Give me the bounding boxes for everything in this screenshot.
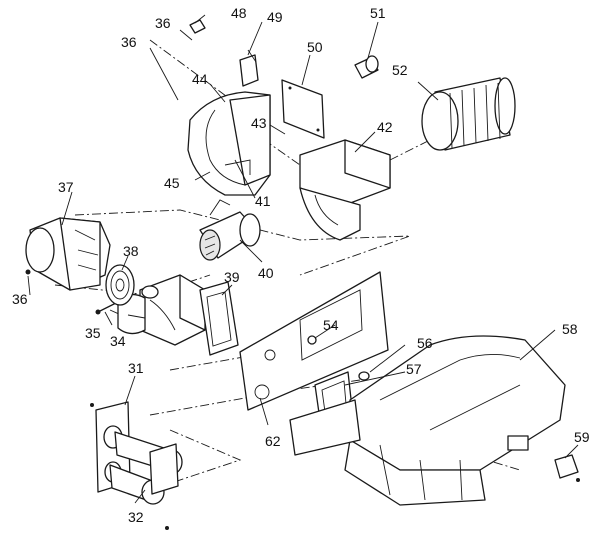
part-50-circuit-board (281, 79, 325, 139)
callout-35: 35 (85, 325, 101, 341)
callout-38: 38 (123, 243, 139, 259)
part-49-bracket (239, 49, 259, 87)
callout-52: 52 (392, 62, 408, 78)
callout-36-top: 36 (155, 15, 171, 31)
callout-45: 45 (164, 175, 180, 191)
callout-labels: 48 49 50 51 52 36 36 44 43 42 45 41 40 3… (12, 5, 590, 525)
part-32-vent-pipes (109, 431, 183, 530)
part-42-burner-box (299, 139, 391, 241)
callout-48: 48 (231, 5, 247, 21)
callout-51: 51 (370, 5, 386, 21)
part-51-valve (354, 55, 379, 79)
part-48-fitting (189, 19, 206, 34)
callout-42: 42 (377, 119, 393, 135)
callout-43: 43 (251, 115, 267, 131)
part-59-fitting (554, 454, 580, 482)
callout-58: 58 (562, 321, 578, 337)
callout-36-mid: 36 (121, 34, 137, 50)
part-58-heat-exchanger (289, 335, 566, 506)
callout-56: 56 (417, 335, 433, 351)
part-37-blower-wheel-housing (25, 217, 111, 291)
callout-59: 59 (574, 429, 590, 445)
callout-49: 49 (267, 9, 283, 25)
callout-54: 54 (323, 317, 339, 333)
part-44-blower-scroll-housing (187, 91, 271, 196)
callout-40: 40 (258, 265, 274, 281)
callout-31: 31 (128, 360, 144, 376)
callout-36-left: 36 (12, 291, 28, 307)
callout-62: 62 (265, 433, 281, 449)
callout-57: 57 (406, 361, 422, 377)
callout-leader-lines (27, 14, 579, 504)
callout-32: 32 (128, 509, 144, 525)
callout-50: 50 (307, 39, 323, 55)
callout-41: 41 (255, 193, 271, 209)
part-39-gasket (199, 281, 239, 356)
callout-34: 34 (110, 333, 126, 349)
callout-44: 44 (192, 71, 208, 87)
callout-37: 37 (58, 179, 74, 195)
part-56-fitting (358, 371, 370, 381)
part-40-motor (199, 199, 261, 261)
part-38-blower-wheel (105, 264, 135, 306)
callout-39: 39 (224, 269, 240, 285)
part-52-filter-screen (421, 77, 516, 151)
part-54-sensor (307, 335, 317, 345)
